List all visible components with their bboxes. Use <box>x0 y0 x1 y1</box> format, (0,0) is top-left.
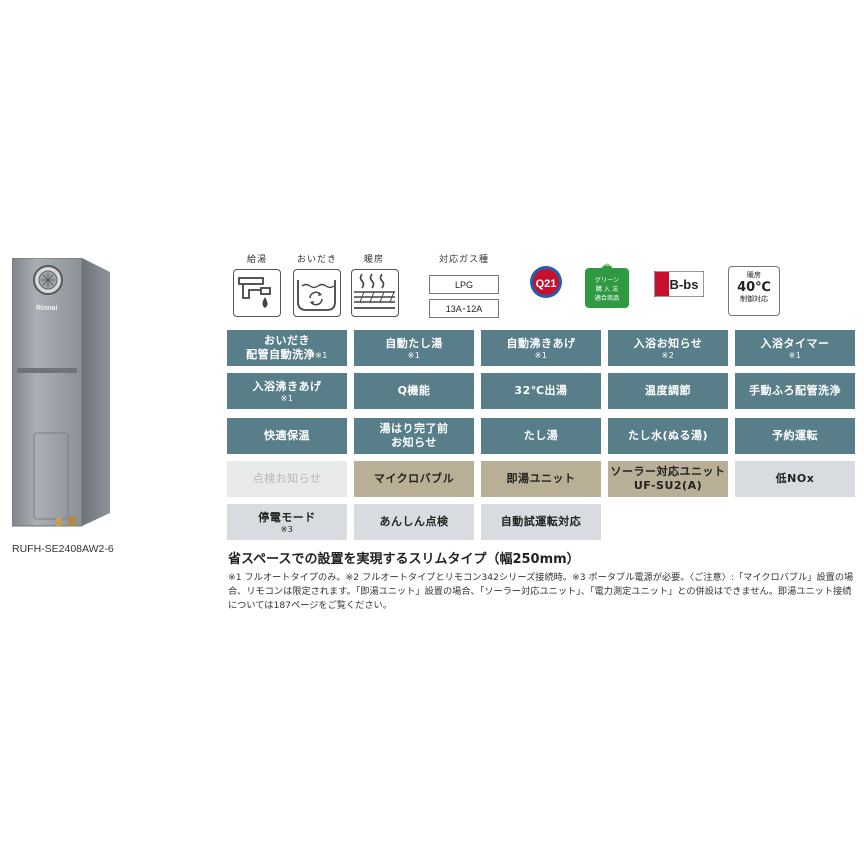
feature-cell: 湯はり完了前お知らせ <box>354 418 474 454</box>
heating-40c-badge: 暖房 40℃ 制御対応 <box>728 266 780 316</box>
green-line-3: 適合商品 <box>595 294 620 302</box>
feature-cell: 停電モード※3 <box>227 504 347 540</box>
feature-cell: 快適保温 <box>227 418 347 454</box>
feature-label: 入浴お知らせ <box>633 336 703 350</box>
heating-40c-top: 暖房 <box>747 271 761 279</box>
feature-cell: 手動ふろ配管洗浄 <box>735 373 855 409</box>
feature-label: あんしん点検 <box>379 515 449 528</box>
feature-cell: あんしん点検 <box>354 504 474 540</box>
feature-cell: 即湯ユニット <box>481 461 601 497</box>
feature-note: ※3 <box>280 524 294 534</box>
feature-note: ※1 <box>280 393 294 403</box>
feature-cell: 入浴沸きあげ※1 <box>227 373 347 409</box>
feature-label: 湯はり完了前 <box>379 422 449 435</box>
feature-label: 即湯ユニット <box>506 472 576 485</box>
green-line-2: 購 入 法 <box>596 285 619 293</box>
feature-label: 低NOx <box>775 472 815 485</box>
q21-text: Q21 <box>536 278 557 290</box>
reheat-bath-icon <box>293 269 341 317</box>
model-number: RUFH-SE2408AW2-6 <box>12 543 114 555</box>
feature-label: Q機能 <box>397 384 431 397</box>
feature-label: 点検お知らせ <box>252 472 322 485</box>
feature-label: お知らせ <box>391 436 437 449</box>
feature-cell: 入浴タイマー※1 <box>735 330 855 366</box>
feature-label: 自動沸きあげ <box>506 336 576 350</box>
icon-label-reheat: おいだき <box>296 255 337 265</box>
footnote: ※1 フルオートタイプのみ。※2 フルオートタイプとリモコン342シリーズ接続時… <box>228 572 854 611</box>
feature-cell: 自動沸きあげ※1 <box>481 330 601 366</box>
feature-label: 手動ふろ配管洗浄 <box>749 384 841 397</box>
feature-cell: Q機能 <box>354 373 474 409</box>
icon-label-heating: 暖房 <box>363 255 384 265</box>
icon-label-hot-water: 給湯 <box>246 255 267 265</box>
feature-label: 自動試運転対応 <box>500 515 582 528</box>
feature-cell: おいだき配管自動洗浄※1 <box>227 330 347 366</box>
heating-40c-bottom: 制御対応 <box>740 295 768 303</box>
feature-cell: たし湯 <box>481 418 601 454</box>
feature-label: 予約運転 <box>772 429 818 442</box>
headline: 省スペースでの設置を実現するスリムタイプ（幅250mm） <box>228 552 580 567</box>
green-line-1: グリーン <box>595 276 619 284</box>
bbs-text: B-bs <box>670 277 699 292</box>
feature-cell: たし水(ぬる湯) <box>608 418 728 454</box>
bbs-badge-icon: B-bs <box>653 270 705 298</box>
feature-label: 快適保温 <box>264 429 310 442</box>
feature-cell: 温度調節 <box>608 373 728 409</box>
feature-note: ※2 <box>661 350 675 360</box>
feature-label: ソーラー対応ユニット <box>610 465 726 478</box>
svg-text:Rinnai: Rinnai <box>36 305 57 312</box>
feature-note: ※1 <box>407 350 421 360</box>
feature-cell: 低NOx <box>735 461 855 497</box>
feature-label: 温度調節 <box>645 384 691 397</box>
feature-label: 入浴沸きあげ <box>252 379 322 393</box>
feature-label: 停電モード <box>258 510 316 524</box>
feature-cell: 自動たし湯※1 <box>354 330 474 366</box>
feature-note: ※1 <box>315 350 328 360</box>
feature-label: マイクロバブル <box>373 472 455 485</box>
feature-label: 32℃出湯 <box>514 384 568 397</box>
feature-note: ※1 <box>788 350 802 360</box>
gas-type-lpg: LPG <box>429 275 499 294</box>
feature-cell: 入浴お知らせ※2 <box>608 330 728 366</box>
feature-cell: マイクロバブル <box>354 461 474 497</box>
green-purchasing-badge: グリーン 購 入 法 適合商品 <box>584 263 630 309</box>
feature-cell: 予約運転 <box>735 418 855 454</box>
feature-cell: 自動試運転対応 <box>481 504 601 540</box>
heating-40c-value: 40℃ <box>737 280 771 295</box>
feature-label: たし水(ぬる湯) <box>627 429 709 442</box>
feature-cell: 点検お知らせ <box>227 461 347 497</box>
feature-label: おいだき <box>264 333 310 347</box>
water-heater-image: Rinnai <box>11 257 110 528</box>
feature-label: 自動たし湯 <box>385 336 443 350</box>
feature-label: たし湯 <box>523 429 559 442</box>
faucet-icon <box>233 269 281 317</box>
floor-heating-icon <box>351 269 399 317</box>
feature-note: ※1 <box>534 350 548 360</box>
q21-badge-icon: Q21 <box>529 265 563 299</box>
feature-label: 入浴タイマー <box>760 336 830 350</box>
feature-label: UF-SU2(A) <box>633 479 703 492</box>
gas-type-label: 対応ガス種 <box>438 255 489 265</box>
feature-cell: 32℃出湯 <box>481 373 601 409</box>
feature-label: 配管自動洗浄※1 <box>246 347 328 361</box>
gas-type-city: 13A･12A <box>429 299 499 318</box>
